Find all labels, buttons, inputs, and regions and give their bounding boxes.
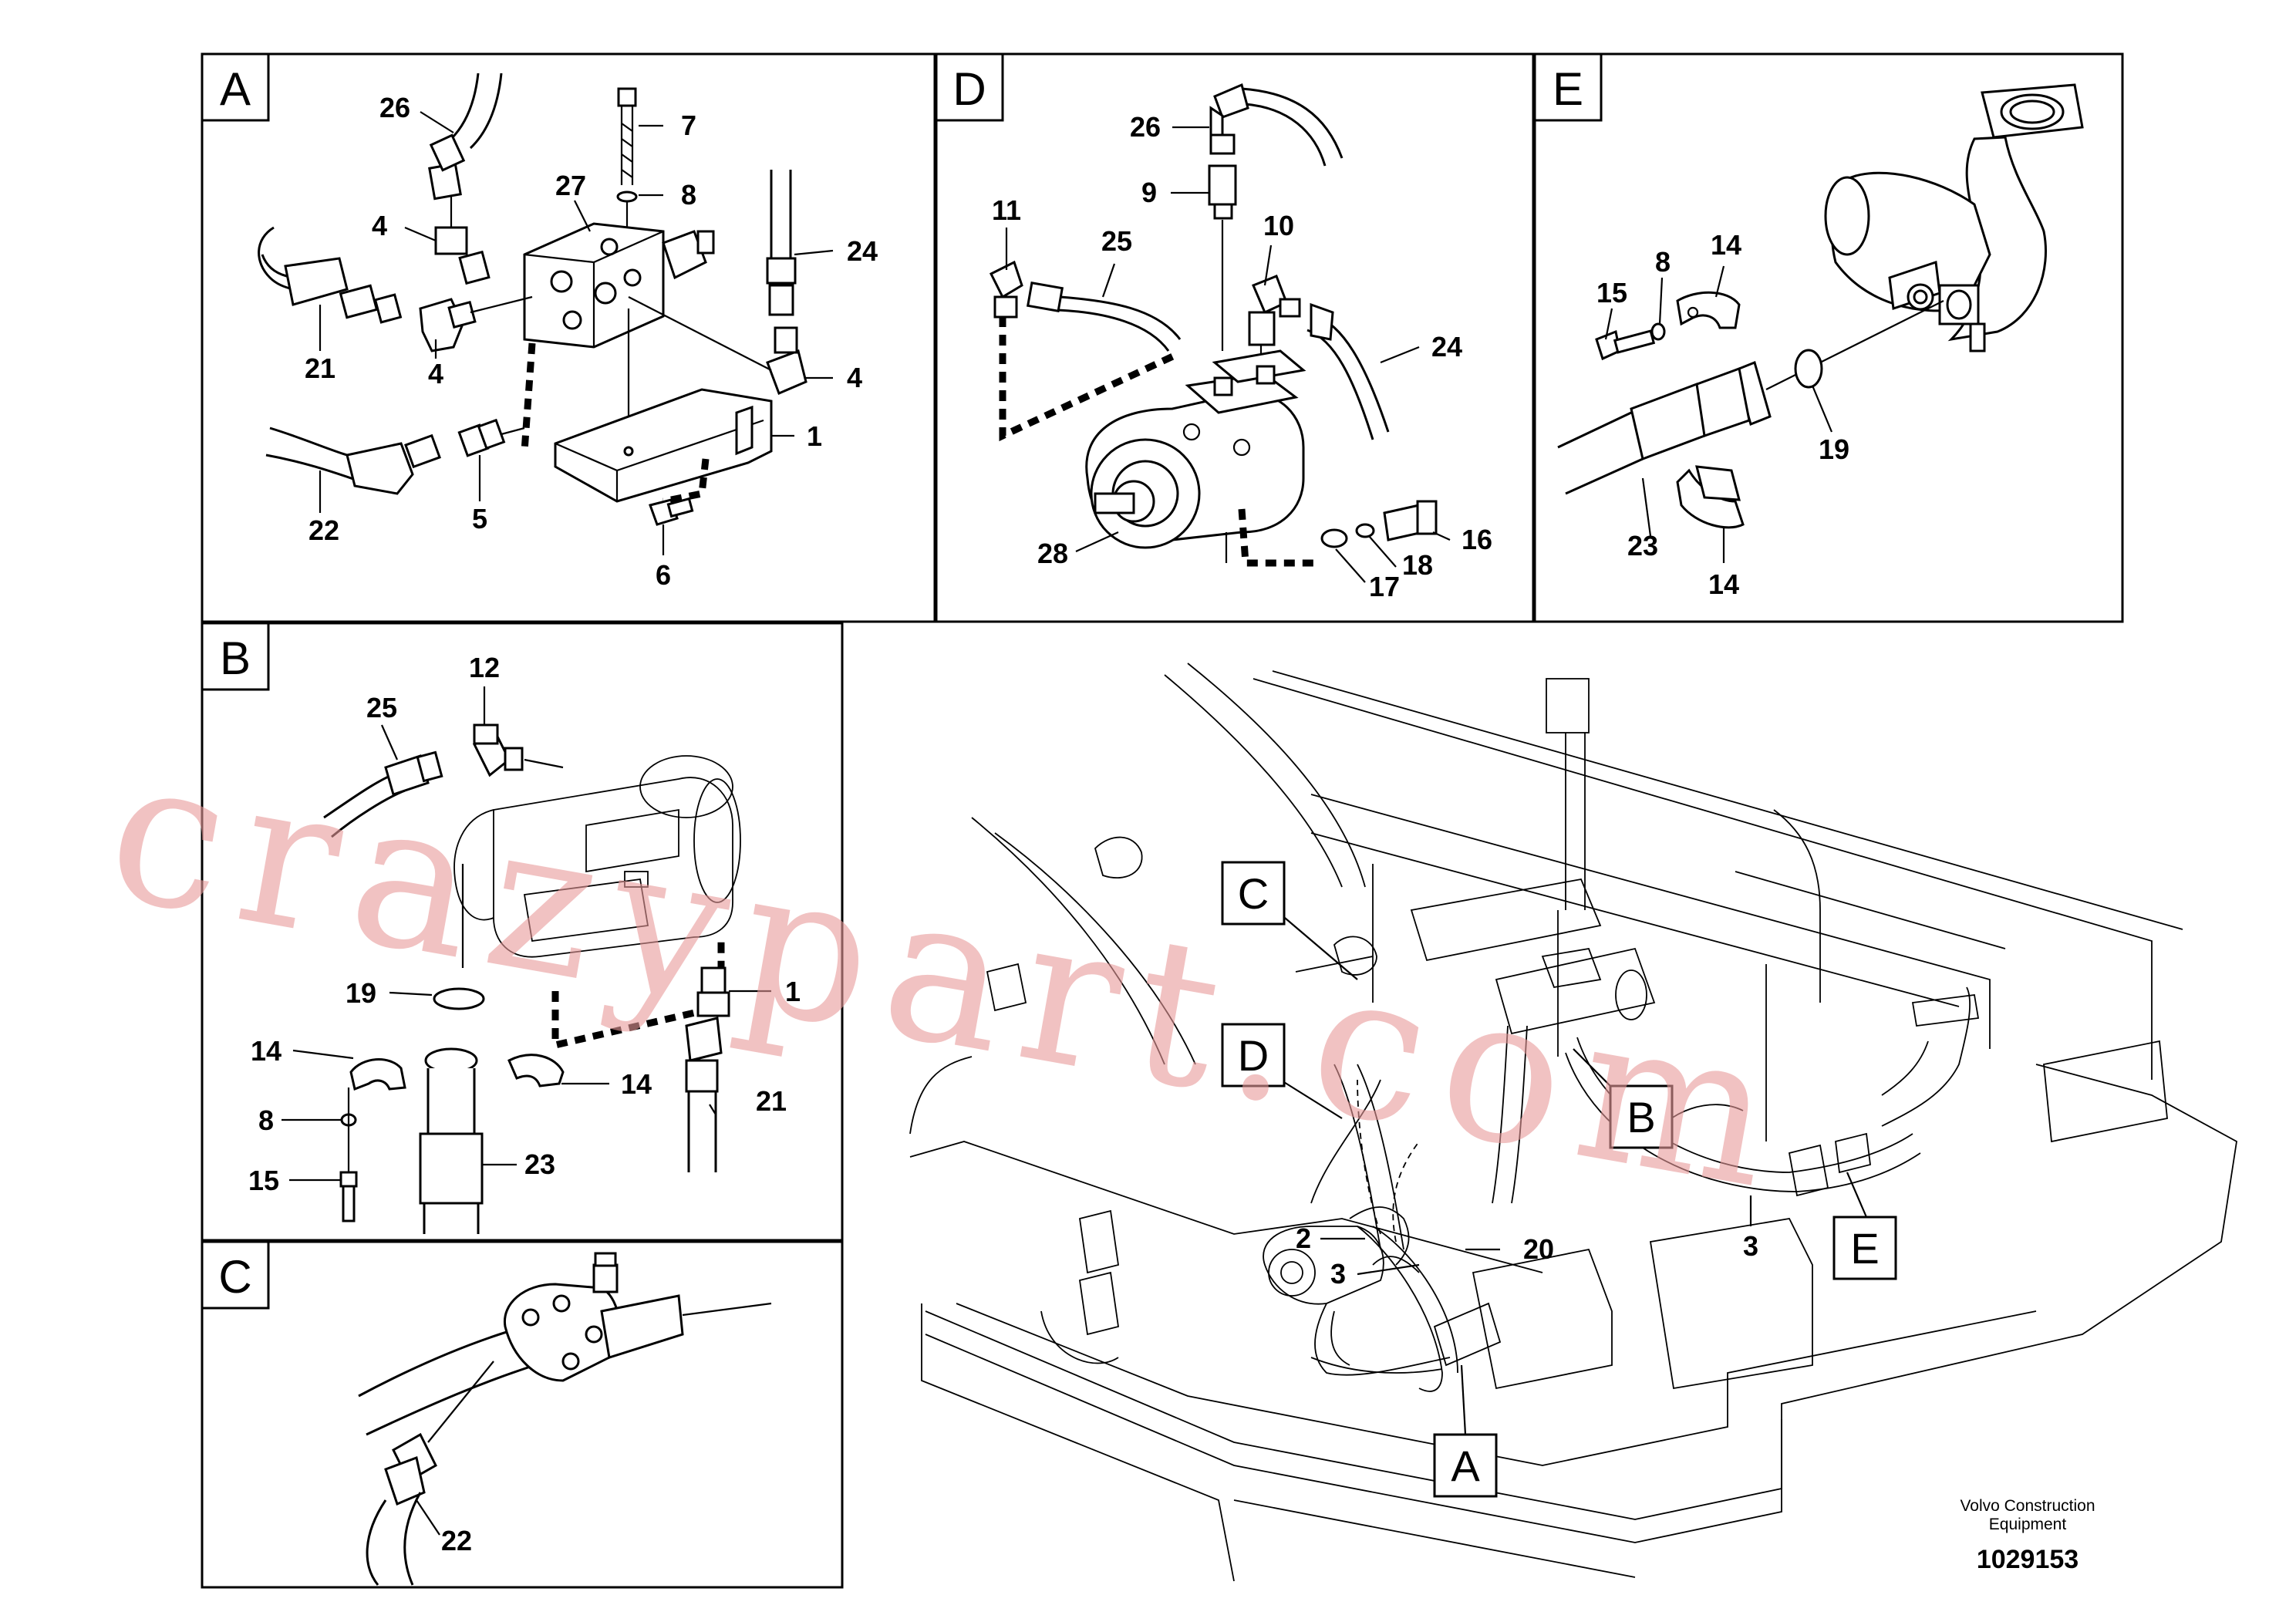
- part-number: 18: [1402, 549, 1433, 581]
- part-number: 17: [1369, 571, 1400, 602]
- svg-text:C: C: [218, 1251, 251, 1303]
- section-label-d: D: [935, 52, 1004, 122]
- svg-text:Volvo Construction: Volvo Construction: [1960, 1497, 2095, 1515]
- part-number: 28: [1037, 538, 1068, 569]
- overview-machine-drawing: [909, 663, 2237, 1582]
- panel-e-frame: [1533, 52, 2124, 623]
- part-number: 20: [1523, 1233, 1554, 1265]
- part-number: 23: [524, 1148, 555, 1180]
- panel-b-part-numbers: 25 12 19 1 14 14 8 21 15 23: [248, 652, 801, 1196]
- part-number: 7: [681, 110, 696, 141]
- svg-text:B: B: [1627, 1093, 1655, 1141]
- part-number: 1: [807, 420, 822, 452]
- part-number: 22: [308, 514, 339, 546]
- panel-b-leaders: [282, 686, 771, 1182]
- part-number: 25: [1101, 225, 1132, 257]
- part-number: 1: [785, 976, 801, 1007]
- watermark: crazypart.com: [94, 712, 1807, 1236]
- svg-text:Equipment: Equipment: [1989, 1516, 2067, 1533]
- section-label-a: A: [201, 52, 270, 122]
- panel-d-leaders: [1005, 126, 1451, 583]
- part-number: 23: [1627, 530, 1658, 561]
- panel-e-part-numbers: 14 15 8 19 23 14: [1596, 229, 1849, 600]
- panel-d-part-numbers: 26 9 11 25 10 24 28 16 18 17: [992, 111, 1492, 602]
- part-number: 2: [1296, 1222, 1311, 1254]
- svg-text:C: C: [1238, 869, 1269, 918]
- part-number: 14: [251, 1035, 282, 1067]
- part-number: 15: [1596, 277, 1627, 309]
- part-number: 6: [656, 559, 671, 591]
- part-number: 25: [366, 692, 397, 723]
- part-number: 15: [248, 1165, 279, 1196]
- part-number: 21: [756, 1085, 787, 1117]
- overview-callout-d: D: [1221, 1023, 1343, 1119]
- overview-part-numbers: 2 3 20 3: [1296, 1195, 1758, 1290]
- section-label-b: B: [201, 622, 270, 691]
- part-number: 26: [379, 92, 410, 123]
- part-number: 24: [847, 235, 878, 267]
- panel-d-frame: [935, 52, 1535, 623]
- part-number: 14: [621, 1068, 652, 1100]
- panel-a-part-numbers: 26 7 27 8 4 24 21 4 4 1 22 5 6: [305, 92, 878, 591]
- part-number: 4: [372, 210, 387, 241]
- section-label-e: E: [1533, 52, 1603, 122]
- svg-text:B: B: [220, 632, 251, 684]
- panel-e-leaders: [1604, 265, 1833, 563]
- part-number: 5: [472, 503, 487, 534]
- part-number: 9: [1141, 177, 1157, 208]
- part-number: 24: [1431, 331, 1462, 363]
- part-number: 19: [1819, 433, 1849, 465]
- overview-callout-b: B: [1573, 1048, 1674, 1149]
- overview-callout-c: C: [1221, 861, 1358, 980]
- part-number: 22: [441, 1525, 472, 1556]
- part-number: 11: [992, 194, 1021, 226]
- panel-a-frame: [201, 52, 936, 623]
- part-number: 8: [681, 179, 696, 211]
- part-number: 4: [428, 358, 443, 389]
- part-number: 8: [1655, 246, 1671, 278]
- panel-b-drawing: [323, 723, 741, 1234]
- panel-a-drawing: [258, 73, 807, 526]
- part-number: 3: [1743, 1230, 1758, 1262]
- overview-callout-a: A: [1433, 1364, 1498, 1498]
- part-number: 26: [1130, 111, 1161, 143]
- part-number: 21: [305, 352, 335, 384]
- panel-c-drawing: [358, 1252, 772, 1586]
- part-number: 16: [1462, 524, 1492, 555]
- part-number: 12: [469, 652, 500, 683]
- part-number: 14: [1708, 568, 1739, 600]
- svg-text:D: D: [1238, 1031, 1269, 1080]
- publisher-credit: Volvo Construction Equipment: [1960, 1497, 2095, 1533]
- part-number: 14: [1711, 229, 1741, 261]
- panel-c-frame: [201, 1240, 844, 1589]
- panel-a-leaders: [319, 111, 834, 555]
- part-number: 3: [1330, 1258, 1346, 1290]
- document-number: 1029153: [1977, 1545, 2079, 1574]
- svg-text:A: A: [220, 63, 251, 115]
- part-number: 10: [1263, 210, 1294, 241]
- part-number: 27: [555, 170, 586, 201]
- section-label-c: C: [201, 1240, 270, 1310]
- overview-callout-e: E: [1832, 1172, 1897, 1280]
- panel-b-frame: [201, 622, 844, 1242]
- svg-text:D: D: [952, 63, 986, 115]
- svg-text:E: E: [1553, 63, 1583, 115]
- panel-d-drawing: [989, 83, 1438, 567]
- part-number: 4: [847, 362, 862, 393]
- part-number: 19: [346, 977, 376, 1009]
- svg-text:E: E: [1850, 1224, 1879, 1273]
- panel-c-leaders: [416, 1499, 440, 1536]
- part-number: 8: [258, 1104, 274, 1136]
- panel-e-drawing: [1557, 83, 2084, 529]
- svg-text:A: A: [1451, 1442, 1480, 1490]
